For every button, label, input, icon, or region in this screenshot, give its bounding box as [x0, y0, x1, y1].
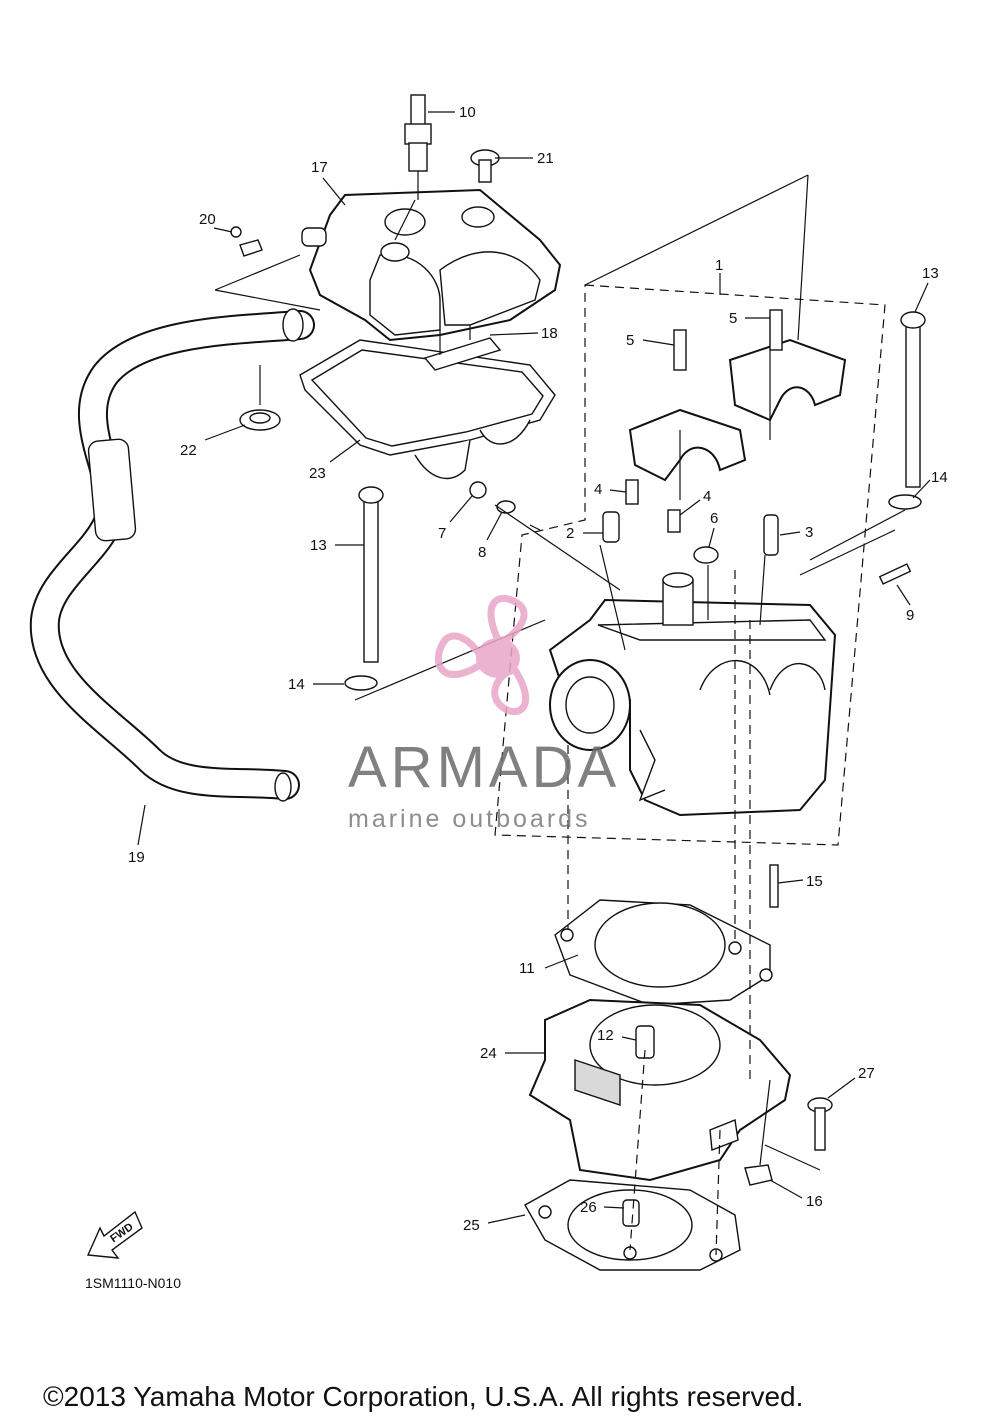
callout-4b: 4 — [703, 488, 711, 505]
propeller-logo-icon — [434, 594, 530, 716]
callout-14a: 14 — [288, 676, 305, 693]
small-head-parts — [469, 481, 912, 585]
callout-17: 17 — [311, 159, 328, 176]
callout-24: 24 — [480, 1045, 497, 1062]
callout-5a: 5 — [626, 332, 634, 349]
watermark-brand: ARMADA — [348, 735, 620, 800]
head-cover-gasket — [299, 339, 556, 480]
stud-bolt — [769, 864, 779, 908]
callout-14b: 14 — [931, 469, 948, 486]
diagram-code: 1SM1110-N010 — [85, 1275, 181, 1291]
head-bolts — [344, 311, 926, 691]
breather-hose — [29, 308, 315, 802]
callout-21: 21 — [537, 150, 554, 167]
callout-11: 11 — [519, 960, 535, 977]
cover-bolt — [470, 149, 500, 183]
cylinder-bolt — [807, 1097, 833, 1151]
callout-10: 10 — [459, 104, 476, 121]
spark-plug — [404, 94, 432, 200]
callout-22: 22 — [180, 442, 197, 459]
cylinder-head-assembly-outline — [494, 174, 886, 846]
callout-13a: 13 — [310, 537, 327, 554]
cylinder-base-gasket — [524, 1179, 741, 1271]
callouts: 1 2 3 4 4 5 5 6 7 8 9 10 11 12 13 13 14 … — [128, 104, 948, 1234]
callout-3: 3 — [805, 524, 813, 541]
callout-27: 27 — [858, 1065, 875, 1082]
callout-25: 25 — [463, 1217, 480, 1234]
forward-arrow-icon: FWD — [86, 1210, 143, 1259]
callout-20: 20 — [199, 211, 216, 228]
callout-15: 15 — [806, 873, 823, 890]
callout-19: 19 — [128, 849, 145, 866]
callout-16: 16 — [806, 1193, 823, 1210]
callout-4a: 4 — [594, 481, 602, 498]
camshaft-caps — [625, 309, 847, 533]
callout-26: 26 — [580, 1199, 597, 1216]
bracket-18 — [423, 337, 502, 371]
callout-8: 8 — [478, 544, 486, 561]
callout-12: 12 — [597, 1027, 614, 1044]
cylinder-head-gasket — [554, 899, 773, 1006]
callout-6: 6 — [710, 510, 718, 527]
cylinder-block — [528, 998, 792, 1182]
callout-5b: 5 — [729, 310, 737, 327]
callout-9: 9 — [906, 607, 914, 624]
cylinder-nut — [744, 1164, 773, 1186]
watermark-tagline: marine outboards — [348, 805, 591, 833]
watermark: ARMADA marine outboards — [348, 594, 620, 833]
callout-1: 1 — [715, 257, 723, 274]
cylinder-head — [548, 572, 837, 817]
copyright-notice: ©2013 Yamaha Motor Corporation, U.S.A. A… — [43, 1381, 803, 1412]
cylinder-head-cover — [301, 188, 562, 342]
alignment-lines — [214, 199, 906, 1256]
callout-2: 2 — [566, 525, 574, 542]
callout-13b: 13 — [922, 265, 939, 282]
callout-23: 23 — [309, 465, 326, 482]
callout-7: 7 — [438, 525, 446, 542]
clip-20 — [230, 226, 263, 257]
grommet-22 — [239, 409, 281, 431]
callout-18: 18 — [541, 325, 558, 342]
